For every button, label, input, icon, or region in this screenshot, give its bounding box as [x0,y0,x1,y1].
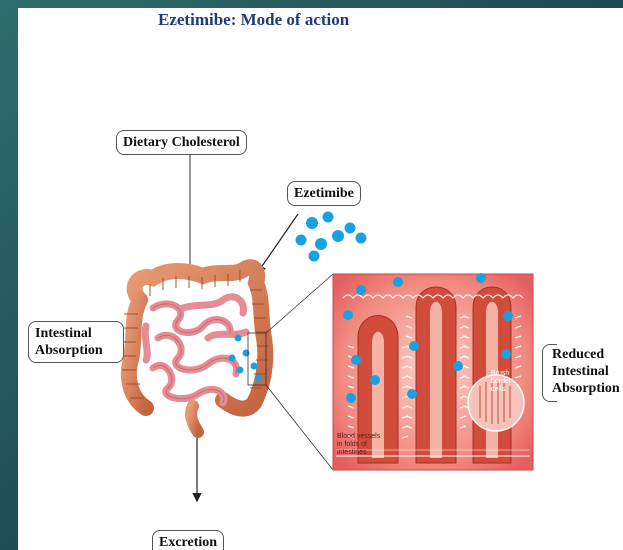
zoom-line-bottom [266,385,333,470]
reduced-line2: Intestinal [552,363,620,380]
reduced-absorption-label: Reduced Intestinal Absorption [552,346,620,397]
brush-border-note: Brush border cells [491,370,511,394]
blood-line1: Blood vessels [337,433,380,441]
blood-vessels-note: Blood vessels in folds of intestines [337,433,380,457]
intestine-illustration [122,267,269,432]
ezetimibe-dots [296,212,367,262]
intestinal-absorption-line1: Intestinal [35,325,117,342]
dietary-cholesterol-label: Dietary Cholesterol [116,130,247,155]
ezetimibe-label: Ezetimibe [287,181,361,206]
excretion-text: Excretion [159,535,217,550]
blood-line3: intestines [337,449,380,457]
brush-line2: border [491,378,511,386]
ezetimibe-text: Ezetimibe [294,186,354,201]
reduced-absorption-bracket [542,344,557,402]
excretion-label: Excretion [152,530,224,550]
zoom-line-top [266,274,333,333]
intestinal-absorption-line2: Absorption [35,342,117,359]
brush-line1: Brush [491,370,511,378]
dietary-cholesterol-text: Dietary Cholesterol [123,135,240,150]
brush-line3: cells [491,386,511,394]
reduced-line3: Absorption [552,380,620,397]
diagram-graphics [18,8,623,550]
reduced-line1: Reduced [552,346,620,363]
intestinal-absorption-label: Intestinal Absorption [28,321,124,363]
ezetimibe-arrow [258,214,298,272]
blood-line2: in folds of [337,441,380,449]
slide: Ezetimibe: Mode of action [18,8,623,550]
